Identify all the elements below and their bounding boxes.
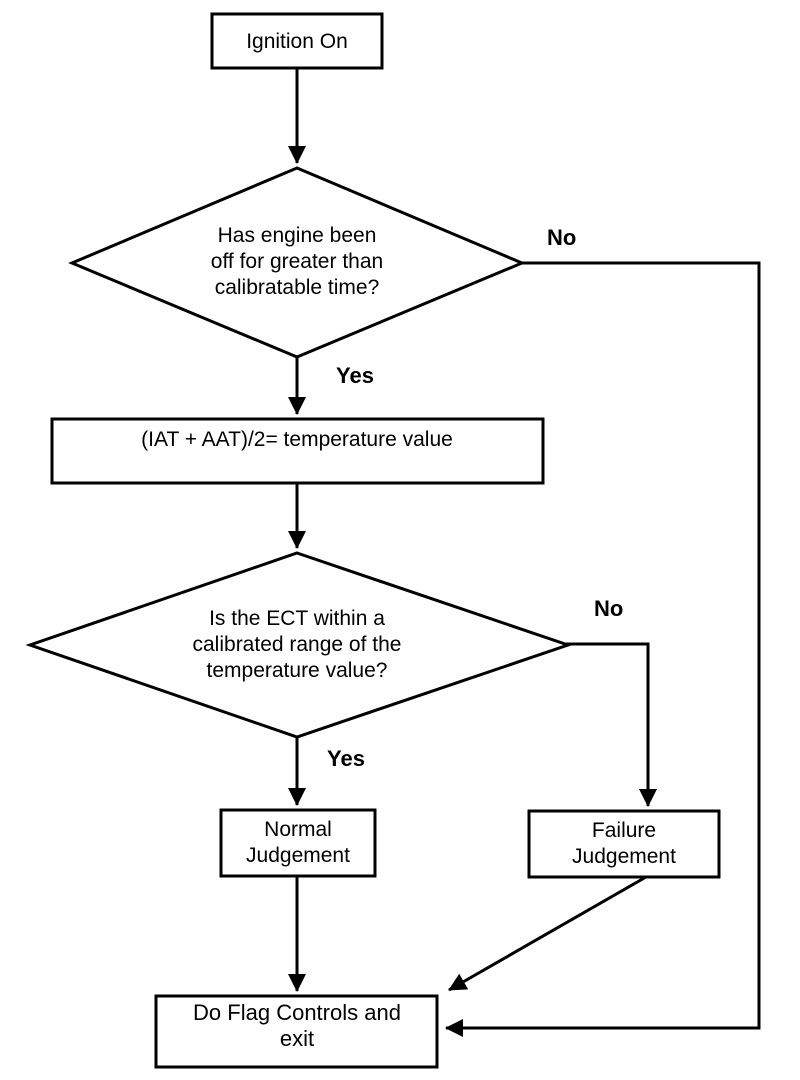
decision-ect-line2: calibrated range of the <box>193 633 402 656</box>
edge-ect-no-to-failure <box>566 642 657 807</box>
decision-ect-line1: Is the ECT within a <box>209 607 385 630</box>
do-flag-controls-node <box>154 994 439 1069</box>
decision-engine-off-line3: calibratable time? <box>215 276 380 299</box>
do-flag-controls-line2: exit <box>280 1026 314 1051</box>
decision-ect-node <box>25 551 573 739</box>
edge-failure-to-flag <box>448 875 647 992</box>
failure-judgement-line2: Judgement <box>572 845 676 868</box>
normal-judgement-line2: Judgement <box>246 844 350 867</box>
start-node-label: Ignition On <box>246 30 348 53</box>
label-engine-off-yes: Yes <box>336 363 374 388</box>
label-ect-no: No <box>594 596 623 621</box>
decision-ect-line3: temperature value? <box>207 659 388 682</box>
failure-judgement-line1: Failure <box>592 819 656 842</box>
decision-engine-off-node <box>68 166 526 359</box>
start-node <box>210 12 384 70</box>
failure-judgement-node <box>527 809 721 879</box>
process-temperature-label: (IAT + AAT)/2= temperature value <box>141 428 453 451</box>
normal-judgement-line1: Normal <box>264 818 332 841</box>
process-temperature-node <box>50 417 545 485</box>
decision-engine-off-line2: off for greater than <box>211 250 383 273</box>
label-ect-yes: Yes <box>327 746 365 771</box>
decision-engine-off-line1: Has engine been <box>218 224 377 247</box>
edge-engine-off-no-to-flag <box>445 261 761 1037</box>
do-flag-controls-line1: Do Flag Controls and <box>193 1000 401 1025</box>
label-engine-off-no: No <box>547 225 576 250</box>
normal-judgement-node <box>219 808 377 878</box>
